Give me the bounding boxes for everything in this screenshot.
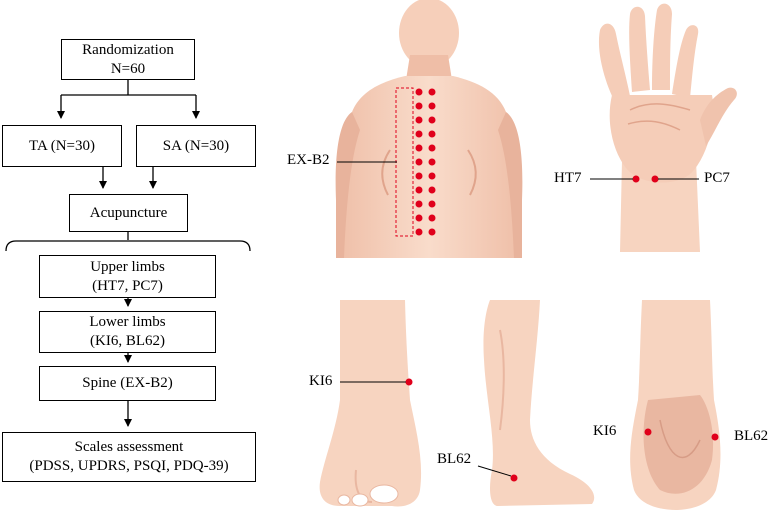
lower-limbs-box: Lower limbs (KI6, BL62) — [39, 311, 216, 353]
pc7-point — [651, 175, 659, 183]
spine-box: Spine (EX-B2) — [39, 366, 216, 401]
hand-illustration — [590, 3, 737, 252]
exb2-points — [415, 88, 436, 236]
front-foot-illustration — [319, 300, 422, 507]
upper-limbs-points: (HT7, PC7) — [92, 277, 163, 294]
bl62-side-label: BL62 — [437, 451, 472, 467]
exb2-label: EX-B2 — [287, 152, 330, 168]
ta-group-label: TA (N=30) — [29, 137, 95, 154]
upper-limbs-box: Upper limbs (HT7, PC7) — [39, 255, 216, 298]
ki6-front-point — [405, 378, 413, 386]
acupuncture-label: Acupuncture — [89, 204, 168, 221]
randomization-label: Randomization — [82, 41, 174, 58]
bl62-back-label: BL62 — [734, 428, 769, 444]
scales-label: Scales assessment — [74, 439, 184, 455]
back-illustration — [335, 0, 523, 258]
sa-group-box: SA (N=30) — [136, 125, 256, 167]
ki6-back-point — [644, 428, 652, 436]
heel-illustration — [630, 300, 721, 510]
scales-box: Scales assessment (PDSS, UPDRS, PSQI, PD… — [2, 432, 256, 482]
ki6-back-label: KI6 — [593, 423, 617, 439]
pc7-label: PC7 — [704, 170, 730, 186]
sa-group-label: SA (N=30) — [162, 137, 230, 154]
ta-group-box: TA (N=30) — [2, 125, 122, 167]
randomization-box: Randomization N=60 — [61, 39, 195, 80]
lower-limbs-points: (KI6, BL62) — [90, 333, 165, 349]
acupuncture-box: Acupuncture — [69, 194, 188, 232]
bl62-back-point — [711, 433, 719, 441]
bl62-side-point — [510, 474, 518, 482]
ki6-front-label: KI6 — [309, 373, 333, 389]
randomization-count: N=60 — [110, 60, 146, 77]
upper-limbs-label: Upper limbs — [90, 258, 165, 275]
scales-list: (PDSS, UPDRS, PSQI, PDQ-39) — [29, 458, 229, 474]
lower-limbs-label: Lower limbs — [89, 314, 166, 330]
ht7-label: HT7 — [554, 170, 582, 186]
spine-label: Spine (EX-B2) — [82, 375, 173, 391]
side-foot-illustration — [477, 300, 595, 506]
ht7-point — [632, 175, 640, 183]
